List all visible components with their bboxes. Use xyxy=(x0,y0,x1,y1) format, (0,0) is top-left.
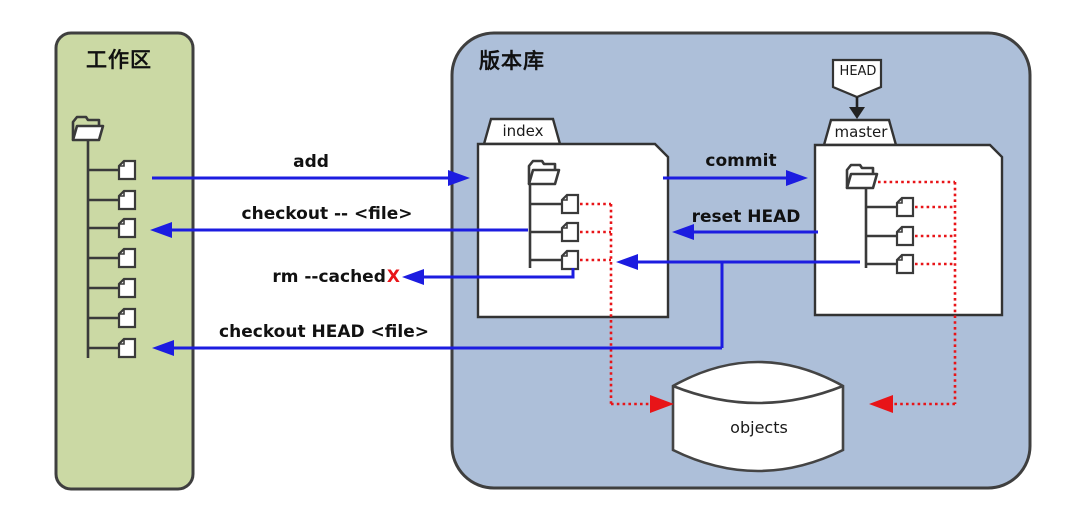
head-pointer xyxy=(831,58,883,119)
file-icon xyxy=(117,159,137,181)
arrowhead-left-icon xyxy=(672,224,694,240)
file-icon xyxy=(895,225,915,247)
rm-cached-text: rm --cached xyxy=(272,267,386,287)
arrowhead-left-icon xyxy=(150,222,172,238)
arrowhead-left-icon xyxy=(152,340,174,356)
arrowhead-right-icon xyxy=(448,170,470,186)
command-arrows xyxy=(152,176,860,350)
arrowhead-left-icon xyxy=(402,269,424,285)
commit-command-label: commit xyxy=(705,151,777,171)
checkout-file-command-label: checkout -- <file> xyxy=(241,204,413,224)
reset-head-command-label: reset HEAD xyxy=(691,207,801,227)
file-icon xyxy=(117,337,137,359)
master-folder xyxy=(813,118,1004,317)
red-arrowhead-icon xyxy=(650,395,674,413)
objects-label: objects xyxy=(730,418,788,437)
file-icon xyxy=(560,221,580,243)
index-folder-label: index xyxy=(502,122,544,140)
file-icon xyxy=(895,253,915,275)
file-icon xyxy=(117,277,137,299)
file-icon xyxy=(117,307,137,329)
working-area-title: 工作区 xyxy=(86,48,152,72)
repository-title: 版本库 xyxy=(479,49,545,73)
file-icon xyxy=(560,249,580,271)
arrowhead-left-icon xyxy=(616,254,638,270)
index-file-tree xyxy=(527,159,580,271)
index-to-objects-link xyxy=(580,202,650,406)
file-icon xyxy=(117,247,137,269)
working-area-file-tree xyxy=(71,115,137,359)
rm-cached-arrow-line xyxy=(422,268,575,279)
master-to-objects-link xyxy=(878,180,957,406)
file-icon xyxy=(560,193,580,215)
command-arrowheads xyxy=(150,170,808,356)
checkout-head-command-label: checkout HEAD <file> xyxy=(219,322,429,342)
file-icon xyxy=(117,189,137,211)
arrowhead-right-icon xyxy=(786,170,808,186)
objects-store xyxy=(671,360,845,473)
rm-cached-x-mark: X xyxy=(386,267,400,287)
file-icon xyxy=(895,196,915,218)
master-file-tree xyxy=(845,163,915,275)
master-folder-label: master xyxy=(834,123,888,141)
index-folder xyxy=(476,117,670,319)
add-command-label: add xyxy=(293,152,329,172)
red-arrowhead-icon xyxy=(869,395,893,413)
file-icon xyxy=(117,217,137,239)
head-label: HEAD xyxy=(839,64,877,79)
head-arrow-icon xyxy=(849,107,865,119)
